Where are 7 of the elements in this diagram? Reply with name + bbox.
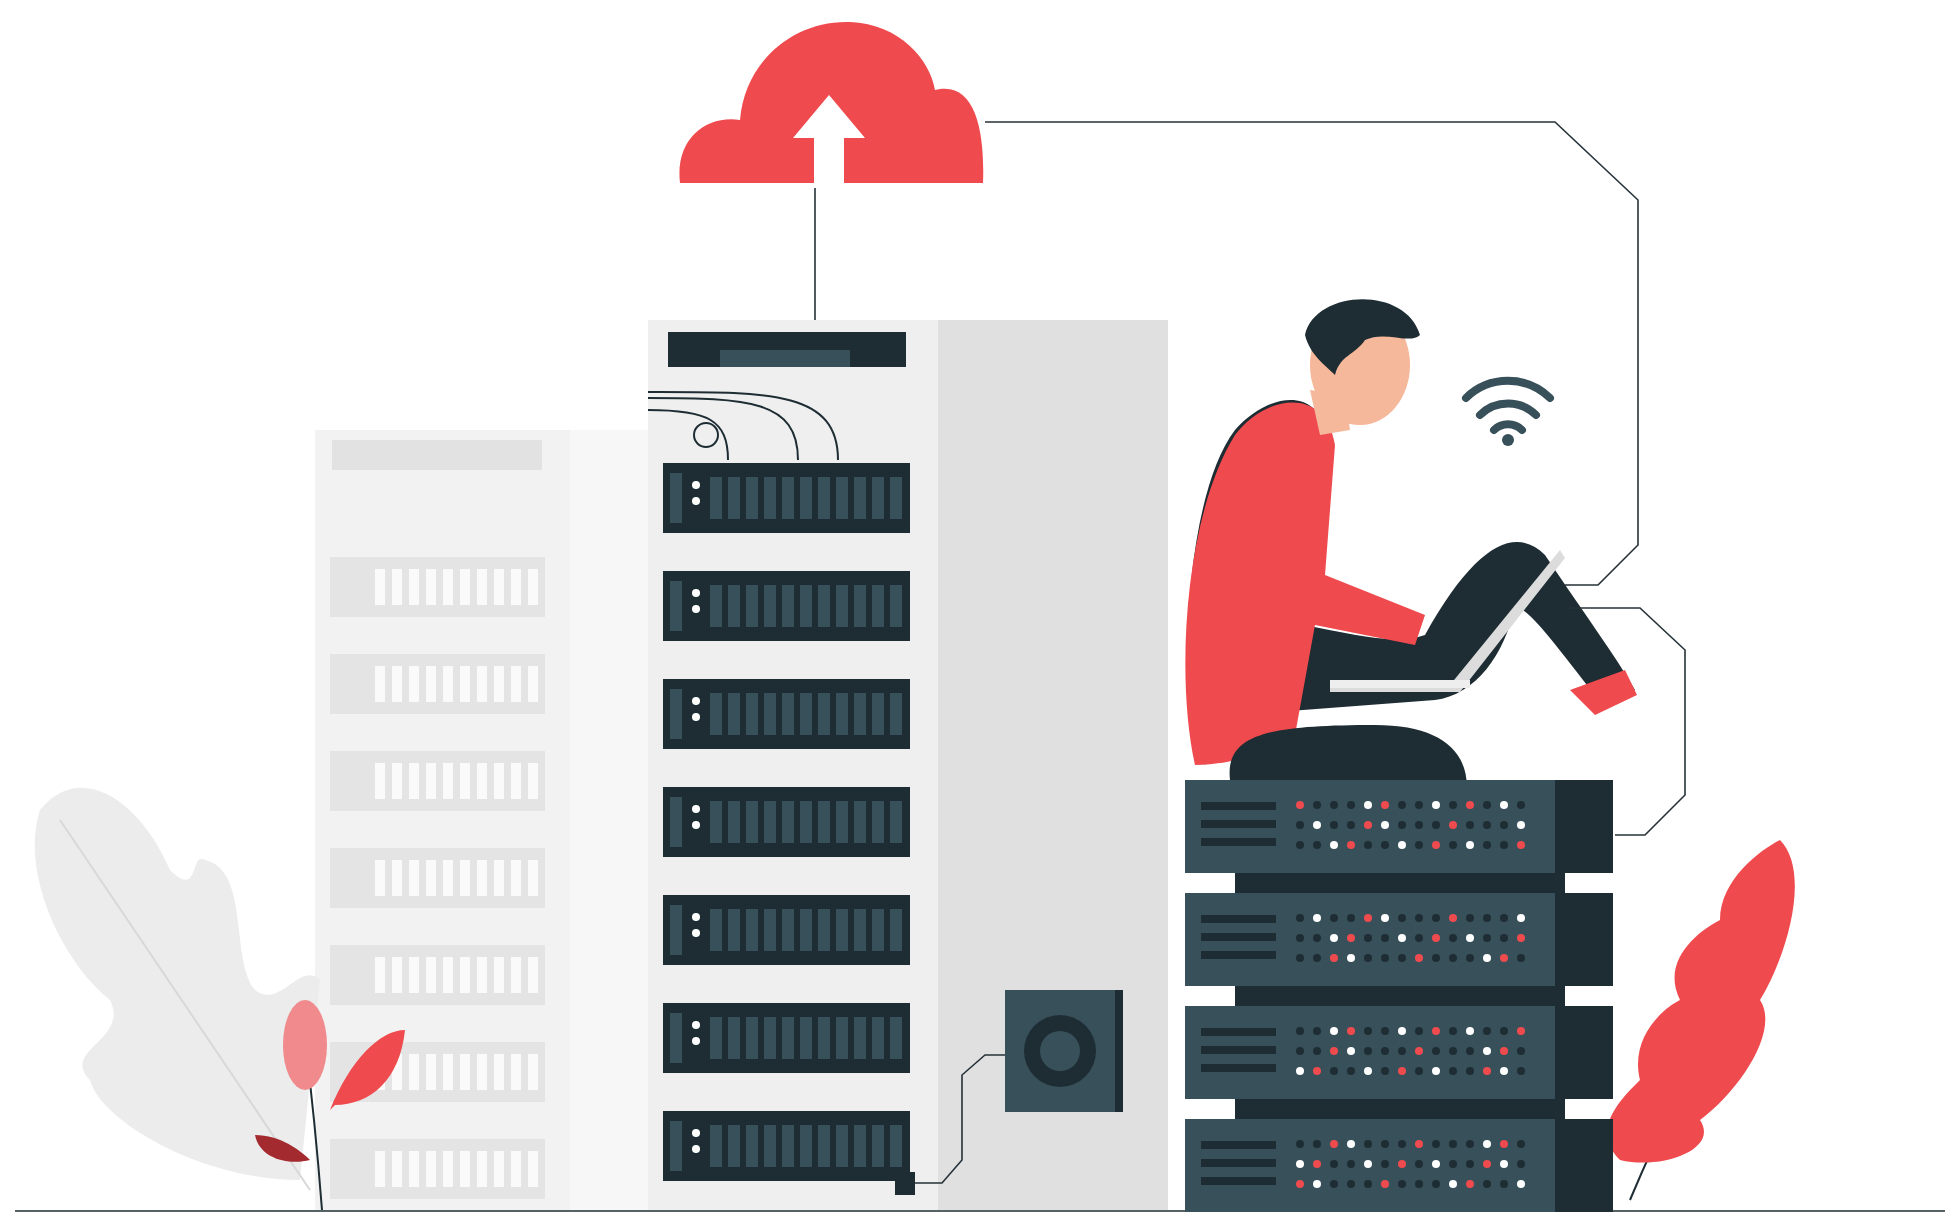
connector-line — [814, 187, 816, 321]
laptop-drawing — [1330, 550, 1565, 692]
plug-drawing — [895, 1172, 915, 1195]
connector-line — [984, 121, 1639, 586]
server-stack-drawing — [1185, 780, 1615, 1210]
connector-line — [914, 1054, 1006, 1184]
speaker-drawing — [1005, 990, 1123, 1112]
